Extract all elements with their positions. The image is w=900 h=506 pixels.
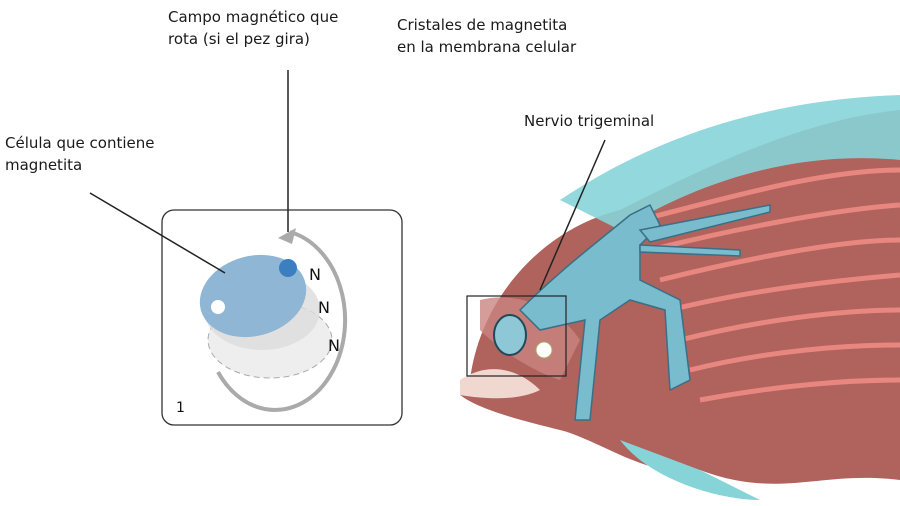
label-magnetite-crystals: Cristales de magnetita en la membrana ce… [397, 16, 577, 56]
panel-1 [161, 209, 403, 426]
fish-illustration [460, 95, 900, 500]
label-cell: Célula que contiene magnetita [5, 134, 155, 174]
magnetoreceptor-region [493, 314, 527, 356]
north-label: N [328, 336, 340, 355]
label-trigeminal-nerve: Nervio trigeminal [524, 112, 655, 130]
north-label: N [318, 298, 330, 317]
panel-number: 1 [176, 400, 185, 416]
rotation-arrow [216, 230, 348, 412]
magnetite-crystals [279, 259, 297, 277]
trigeminal-nerve [518, 203, 771, 421]
zoom-box [466, 295, 567, 377]
north-label: N [309, 265, 321, 284]
magnetite-cell [199, 254, 307, 338]
label-magnetic-field: Campo magnético que rota (si el pez gira… [168, 8, 339, 48]
